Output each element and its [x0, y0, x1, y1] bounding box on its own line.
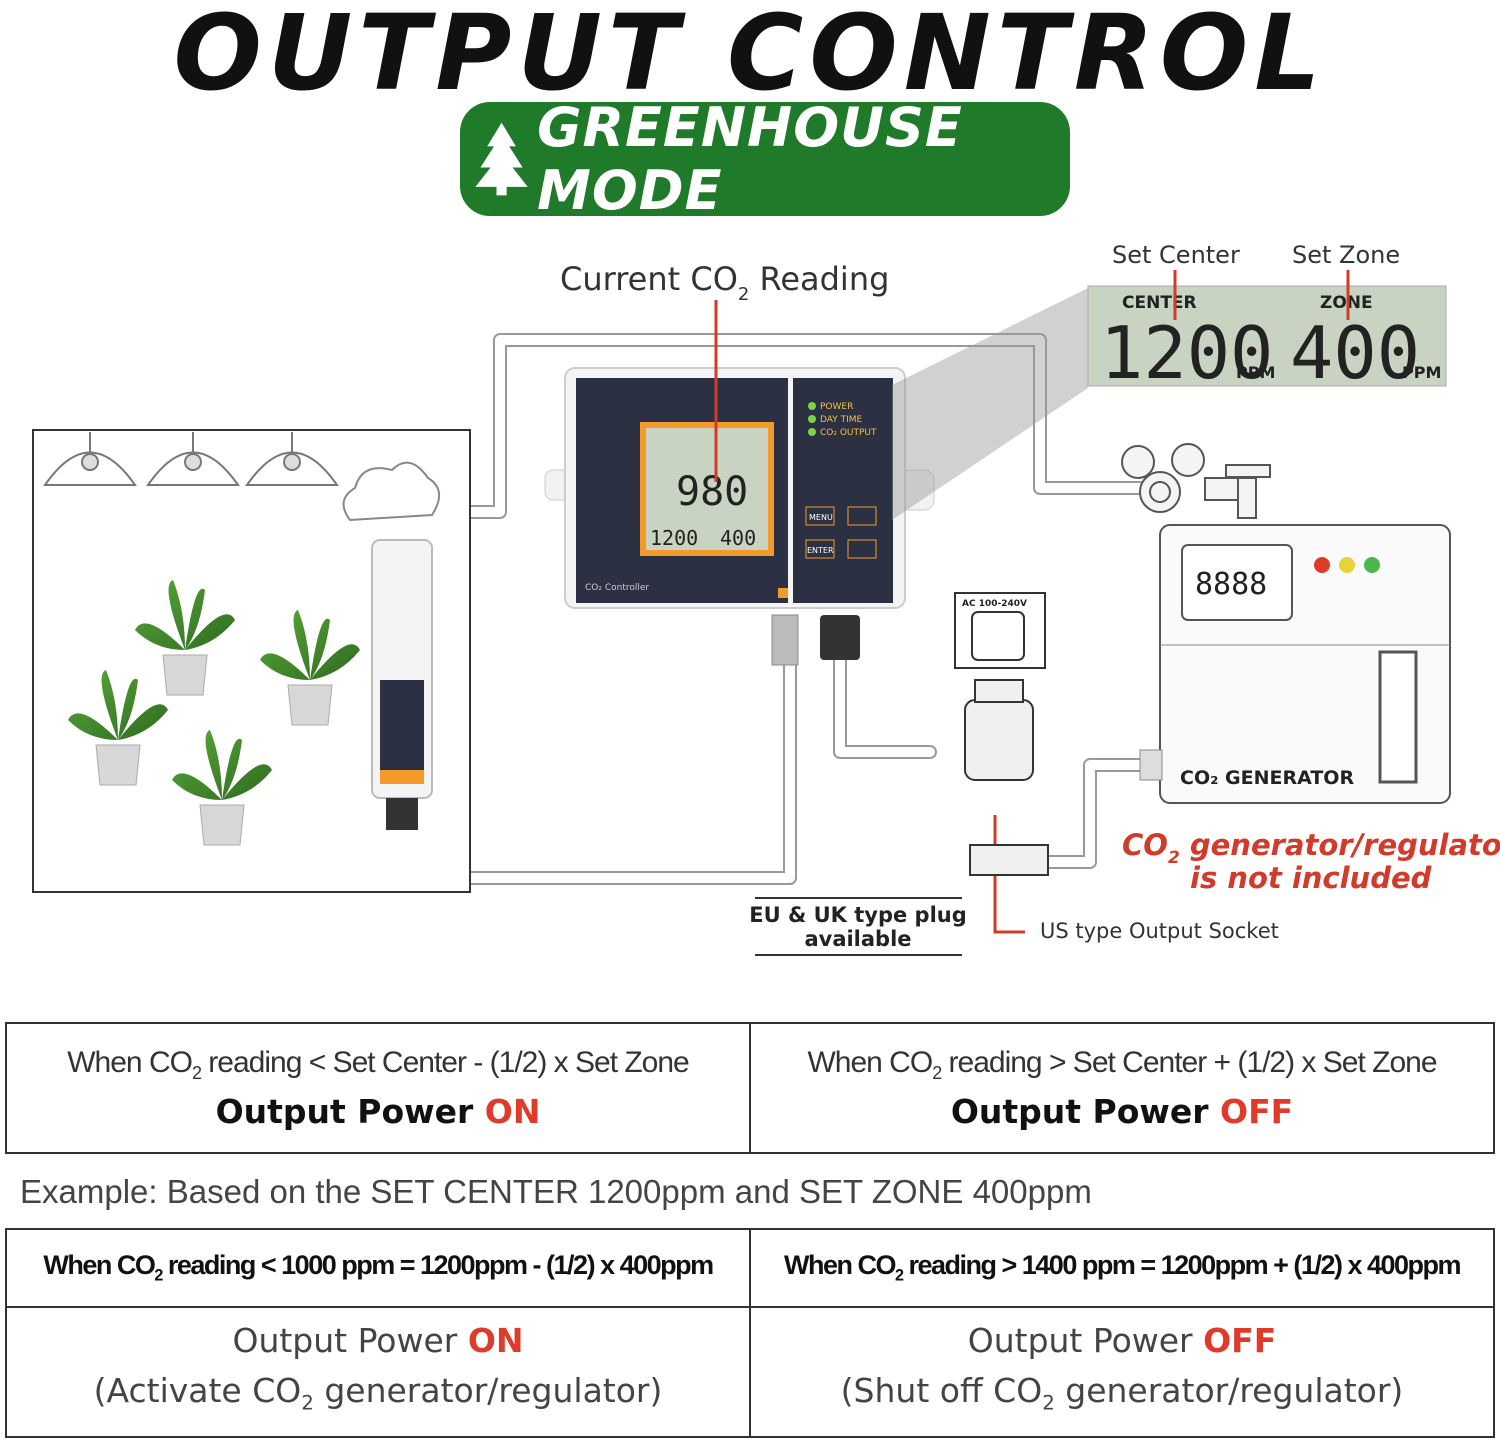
plug-note-line1: EU & UK type plug — [749, 903, 967, 927]
cloud-icon — [342, 461, 440, 522]
lcd-center-value: 1200 — [1100, 311, 1273, 395]
mode-label: GREENHOUSE MODE — [537, 96, 963, 222]
controller-name: CO₂ Controller — [585, 583, 649, 593]
page-title: OUTPUT CONTROL — [173, 0, 1327, 114]
example-text: Example: Based on the SET CENTER 1200ppm… — [20, 1173, 1092, 1210]
rule-on-condition: When CO2 reading < Set Center - (1/2) x … — [67, 1045, 690, 1083]
lcd-zone-unit: PPM — [1402, 363, 1441, 382]
controller-indicators: POWER DAY TIME CO₂ OUTPUT — [808, 402, 877, 438]
svg-text:POWER: POWER — [820, 402, 853, 412]
zoom-wedge — [892, 288, 1088, 520]
co2-sensor-probe — [371, 539, 433, 830]
generator-display: 8888 — [1195, 567, 1267, 602]
lcd-zone-value: 400 — [1290, 311, 1420, 395]
lcd-center-unit: PPM — [1236, 363, 1275, 382]
example-off-result: Output Power OFF (Shut off CO2 generator… — [749, 1306, 1495, 1438]
setup-diagram: 980 1200 400 CO₂ Controller POWER DAY TI… — [32, 241, 1500, 956]
not-included-note-line2: is not included — [1190, 861, 1432, 895]
rule-off-condition: When CO2 reading > Set Center + (1/2) x … — [807, 1045, 1437, 1083]
rule-off-cell: When CO2 reading > Set Center + (1/2) x … — [749, 1022, 1495, 1154]
controller-buttons: MENU ENTER — [805, 506, 877, 559]
rule-off-output: Output Power OFF — [950, 1091, 1294, 1131]
not-included-note: CO2 generator/regulator — [1122, 828, 1500, 868]
lcd-zone-caption: ZONE — [1320, 293, 1373, 313]
current-reading-label: Current CO2 Reading — [560, 260, 889, 305]
set-center-label: Set Center — [1112, 241, 1240, 269]
socket-note: US type Output Socket — [1040, 919, 1279, 943]
controller-center: 1200 — [650, 526, 698, 550]
rule-on-output: Output Power ON — [215, 1091, 541, 1131]
tree-icon — [475, 122, 528, 196]
svg-text:CO₂ OUTPUT: CO₂ OUTPUT — [820, 428, 877, 438]
lcd-zoom — [1087, 285, 1447, 387]
plug-note-line2: available — [804, 927, 911, 951]
us-output-socket — [954, 592, 1049, 876]
example-on-result: Output Power ON (Activate CO2 generator/… — [5, 1306, 751, 1438]
socket-voltage: AC 100-240V — [962, 599, 1027, 609]
example-on-formula: When CO2 reading < 1000 ppm = 1200ppm - … — [5, 1228, 751, 1308]
menu-button[interactable]: MENU — [809, 513, 833, 522]
controller-reading: 980 — [676, 469, 748, 515]
enter-button[interactable]: ENTER — [807, 546, 834, 555]
potted-plants — [68, 580, 360, 846]
controller-zone: 400 — [720, 526, 756, 550]
svg-text:DAY TIME: DAY TIME — [820, 415, 863, 425]
lcd-center-caption: CENTER — [1122, 293, 1197, 313]
rule-table: When CO2 reading < Set Center - (1/2) x … — [5, 1022, 1495, 1154]
grow-lamps — [43, 432, 339, 486]
example-off-formula: When CO2 reading > 1400 ppm = 1200ppm + … — [749, 1228, 1495, 1308]
mode-badge: GREENHOUSE MODE — [460, 96, 1070, 222]
example-table: When CO2 reading < 1000 ppm = 1200ppm - … — [5, 1228, 1495, 1438]
set-zone-label: Set Zone — [1292, 241, 1400, 269]
regulator — [1121, 443, 1271, 519]
generator-label: CO₂ GENERATOR — [1180, 767, 1354, 789]
rule-on-cell: When CO2 reading < Set Center - (1/2) x … — [5, 1022, 751, 1154]
co2-generator — [1139, 524, 1451, 804]
